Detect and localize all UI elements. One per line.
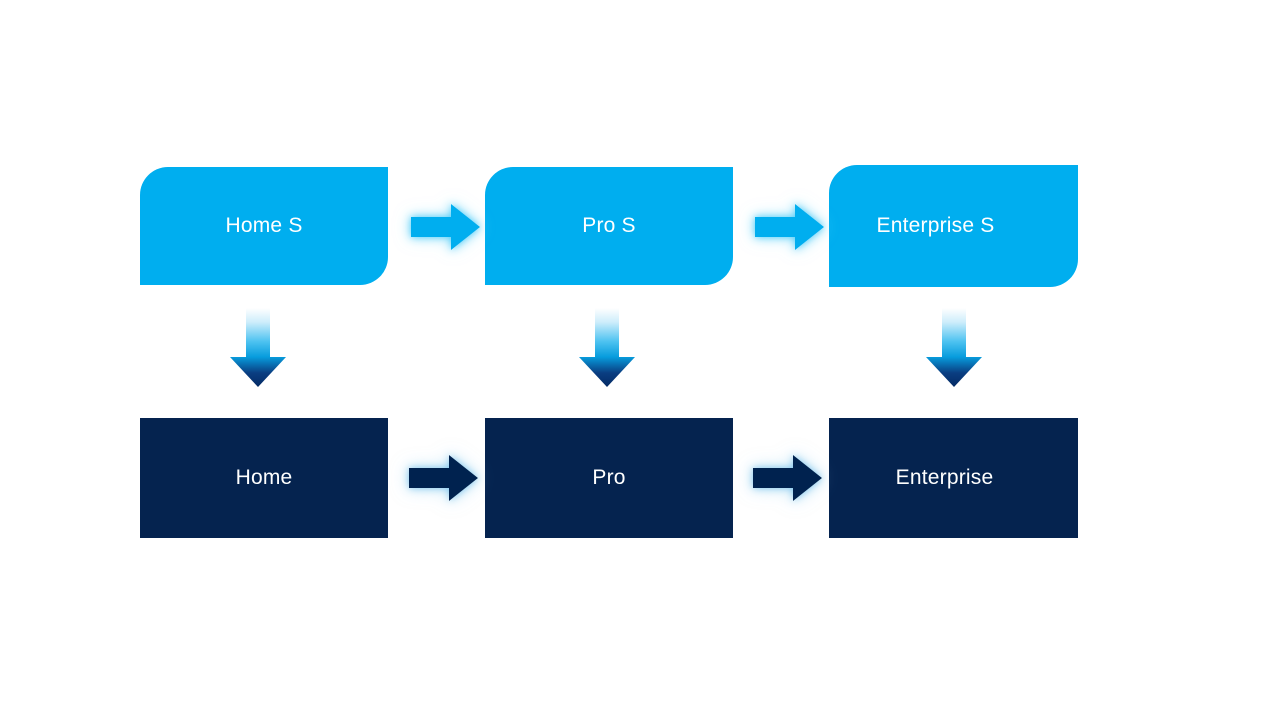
arrow-right-icon-home-s-to-pro-s (411, 203, 481, 251)
arrow-right-icon-pro-to-enterprise (753, 454, 823, 502)
arrow-down-icon-pro-s-to-pro (578, 308, 636, 388)
node-home-label: Home (235, 466, 293, 490)
arrow-down-icon-home-s-to-home (229, 308, 287, 388)
node-pro-s-label: Pro S (582, 214, 636, 238)
node-enterprise-label: Enterprise (895, 466, 994, 490)
node-home[interactable]: Home (140, 418, 388, 538)
node-home-s[interactable]: Home S (140, 167, 388, 285)
node-enterprise-s[interactable]: Enterprise S (829, 165, 1078, 287)
arrow-right-icon-pro-s-to-enterprise-s (755, 203, 825, 251)
node-enterprise[interactable]: Enterprise (829, 418, 1078, 538)
node-enterprise-s-label: Enterprise S (876, 214, 995, 238)
node-pro[interactable]: Pro (485, 418, 733, 538)
node-pro-s[interactable]: Pro S (485, 167, 733, 285)
node-pro-label: Pro (592, 466, 626, 490)
arrow-right-icon-home-to-pro (409, 454, 479, 502)
arrow-down-icon-enterprise-s-to-enterprise (925, 308, 983, 388)
node-home-s-label: Home S (225, 214, 303, 238)
